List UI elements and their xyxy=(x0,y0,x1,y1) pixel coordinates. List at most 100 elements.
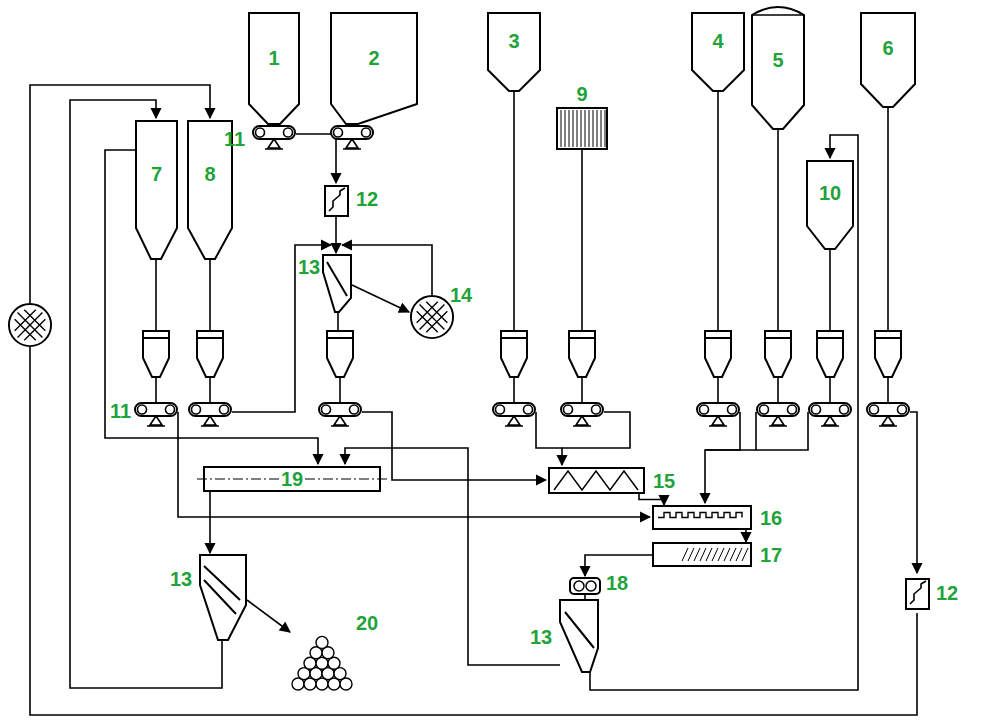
small-hopper xyxy=(501,331,527,377)
storage-bin: 2 xyxy=(330,12,418,125)
node-outline xyxy=(487,12,541,92)
paddles xyxy=(658,513,742,518)
heater-symbol xyxy=(325,186,348,216)
small-hopper xyxy=(875,331,901,377)
flow-line xyxy=(232,245,331,412)
flow-line xyxy=(342,245,432,296)
callout-number: 4 xyxy=(712,30,723,52)
callout-number: 9 xyxy=(576,83,587,105)
storage-bin xyxy=(136,121,177,259)
storage-bin xyxy=(752,7,804,129)
callout-number: 18 xyxy=(606,572,628,594)
flow-line xyxy=(536,412,562,465)
mill-symbol xyxy=(411,296,453,338)
node-outline xyxy=(860,12,916,108)
node-outline xyxy=(652,542,752,567)
callout-number: 3 xyxy=(508,30,519,52)
hatching xyxy=(682,548,748,561)
belt-feeder xyxy=(561,403,603,426)
callout-number: 17 xyxy=(760,544,782,566)
screw-flight xyxy=(554,471,638,490)
callout-number: 2 xyxy=(368,47,379,69)
node-outline xyxy=(652,505,752,530)
classifier-symbol xyxy=(200,555,246,640)
callout-number: 20 xyxy=(356,612,378,634)
callout-number: 1 xyxy=(268,47,279,69)
callout-number: 10 xyxy=(819,182,841,204)
callout-number: 5 xyxy=(772,49,783,71)
callout-number: 15 xyxy=(653,470,675,492)
small-hopper xyxy=(143,331,169,377)
flow-line xyxy=(352,285,409,312)
storage-bin: 1 xyxy=(248,12,300,125)
pellet-pile xyxy=(292,636,352,690)
belt-feeder xyxy=(697,403,739,426)
equipment-node: 16 xyxy=(652,505,752,530)
callout-number: 13 xyxy=(170,568,192,590)
roller-press xyxy=(570,578,600,594)
callout-number: 8 xyxy=(204,163,215,185)
small-hopper xyxy=(197,331,223,377)
storage-bin xyxy=(807,161,853,249)
storage-bin xyxy=(249,13,299,124)
storage-bin xyxy=(861,13,915,107)
belt-feeder xyxy=(189,403,231,426)
conveyor xyxy=(653,543,751,566)
roller xyxy=(574,581,584,591)
callout-number: 19 xyxy=(279,468,305,490)
node-outline xyxy=(556,107,608,150)
classifier-symbol xyxy=(560,600,598,672)
flow-line xyxy=(247,600,290,632)
callout-number: 11 xyxy=(224,128,245,150)
storage-bin: 7 xyxy=(135,120,178,260)
flow-line xyxy=(910,412,917,573)
small-hopper xyxy=(705,331,731,377)
node-outline xyxy=(691,12,745,92)
classifiers xyxy=(200,255,598,672)
belt-feeder xyxy=(867,403,909,426)
flow-line xyxy=(335,217,337,253)
callout-number: 12 xyxy=(356,188,378,210)
flow-line xyxy=(590,135,858,690)
flow-line xyxy=(30,347,917,715)
drum-granulator xyxy=(204,467,380,491)
small-hopper xyxy=(327,331,353,377)
equipment-node: 9 xyxy=(556,107,608,150)
storage-bin: 3 xyxy=(487,12,541,92)
callout-number: 13 xyxy=(298,256,320,278)
storage-bin: 5 xyxy=(751,5,805,130)
storage-bin: 4 xyxy=(691,12,745,92)
pellet xyxy=(316,636,328,648)
equipment-node: 17 xyxy=(652,542,752,567)
storage-box xyxy=(557,108,607,149)
belt-feeder xyxy=(757,403,799,426)
flow-line xyxy=(30,85,210,303)
belt-feeder xyxy=(809,403,851,426)
callout-number: 16 xyxy=(760,507,782,529)
callout-number: 12 xyxy=(936,582,958,604)
flow-line xyxy=(705,412,756,450)
flow-arrow xyxy=(745,530,747,542)
flow-line xyxy=(178,412,650,517)
roller xyxy=(586,581,596,591)
flow-line xyxy=(562,412,630,448)
belt-feeder xyxy=(331,126,373,149)
storage-bin xyxy=(488,13,540,91)
flow-line xyxy=(756,412,808,450)
belt-feeder xyxy=(319,403,361,426)
small-hopper xyxy=(569,331,595,377)
silo-rim xyxy=(752,14,804,16)
flow-arrow xyxy=(639,494,664,505)
node-outline xyxy=(135,120,178,260)
storage-bin xyxy=(692,13,744,91)
equipment-node: 15 xyxy=(548,467,645,494)
grid-lines xyxy=(561,110,605,147)
mill-symbol xyxy=(9,304,51,346)
callout-number: 14 xyxy=(450,284,472,306)
flow-line xyxy=(209,492,211,553)
callout-number: 13 xyxy=(530,626,552,648)
belt-feeder xyxy=(253,126,295,149)
